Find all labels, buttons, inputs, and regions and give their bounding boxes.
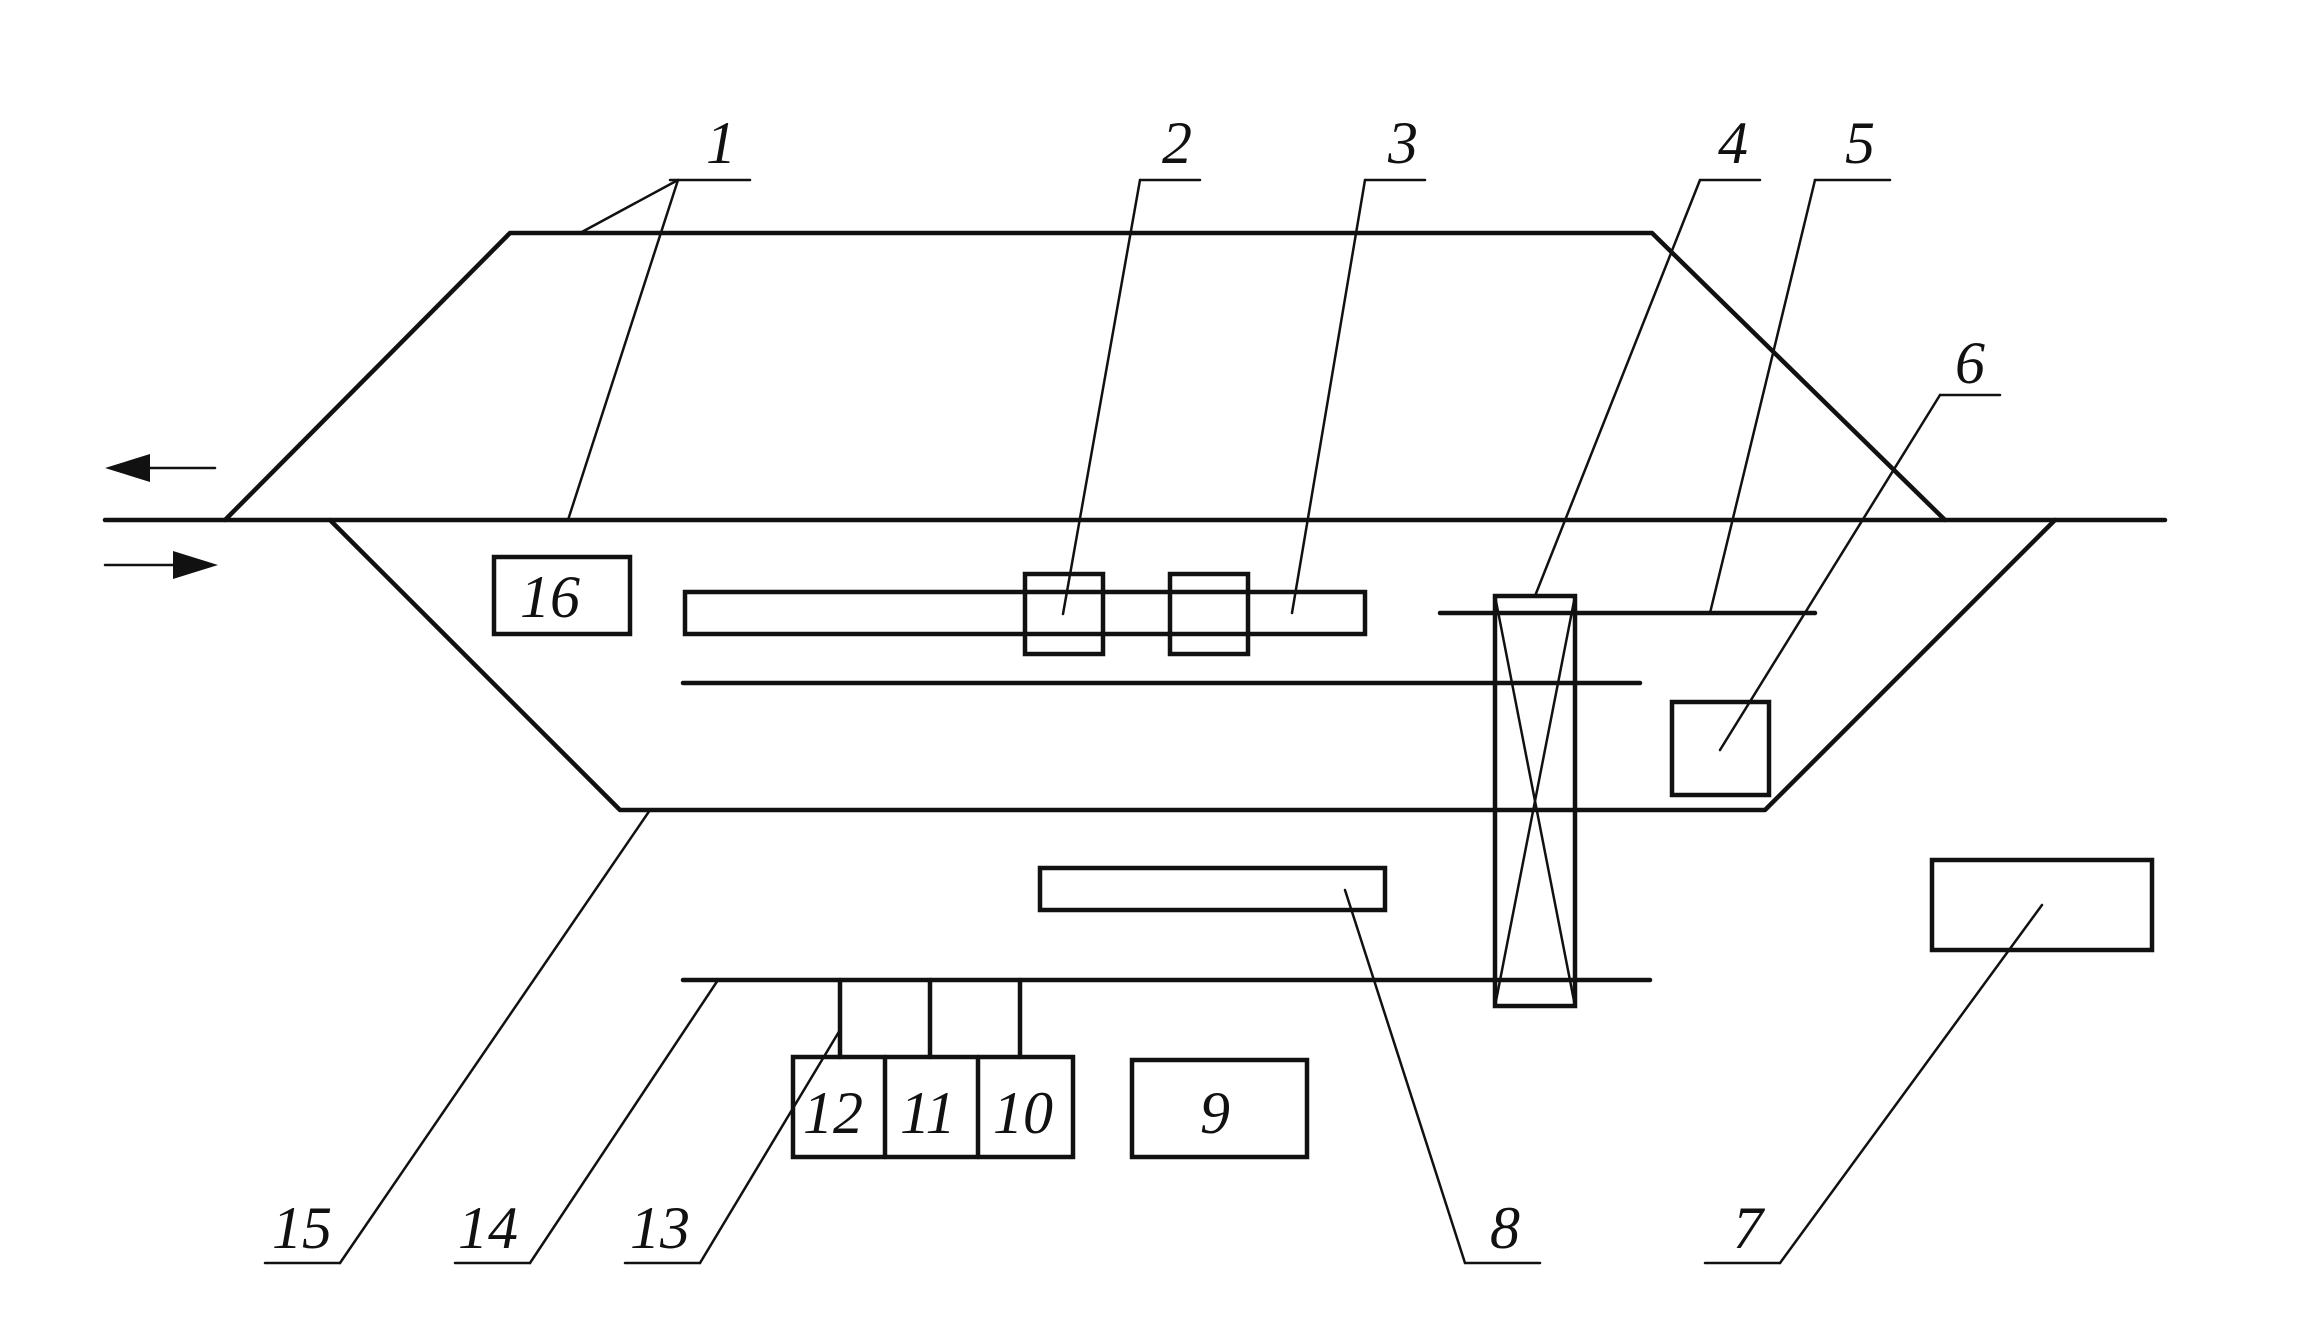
leader-1b [566,178,680,522]
leader-3 [1290,178,1367,615]
building-2a [1022,571,1106,657]
leader-15 [338,808,652,1265]
platform-8 [1037,865,1388,913]
label-2: 2 [1162,110,1192,176]
box-6 [1669,699,1772,798]
station-tracks-outline [327,517,2058,813]
leader-5 [1708,178,1817,615]
label-12: 12 [803,1080,863,1146]
label-1: 1 [706,110,736,176]
leader-1a [578,178,680,235]
upper-bypass-track [222,230,1948,523]
label-16: 16 [520,564,580,630]
leader-8 [1343,888,1467,1265]
label-13: 13 [630,1195,690,1261]
label-11: 11 [900,1080,956,1146]
box-9 [1129,1057,1310,1160]
building-2b [1167,571,1251,657]
direction-arrow-right [103,551,218,579]
label-4: 4 [1718,110,1748,176]
label-15: 15 [272,1195,332,1261]
leader-14 [528,978,720,1265]
label-10: 10 [993,1080,1053,1146]
leader-7 [1778,903,2044,1265]
overpass-cross-b [1493,594,1577,1008]
leader-13 [698,1028,842,1265]
leader-2 [1061,178,1142,616]
box-16 [491,554,633,637]
label-7: 7 [1733,1195,1766,1261]
box-7 [1929,857,2155,953]
leader-6 [1718,393,1942,752]
label-14: 14 [458,1195,518,1261]
label-9: 9 [1200,1080,1230,1146]
label-6: 6 [1955,330,1985,396]
label-3: 3 [1387,110,1418,176]
direction-arrow-left [105,454,217,482]
leader-4 [1533,178,1702,598]
label-5: 5 [1845,110,1875,176]
label-8: 8 [1490,1195,1520,1261]
